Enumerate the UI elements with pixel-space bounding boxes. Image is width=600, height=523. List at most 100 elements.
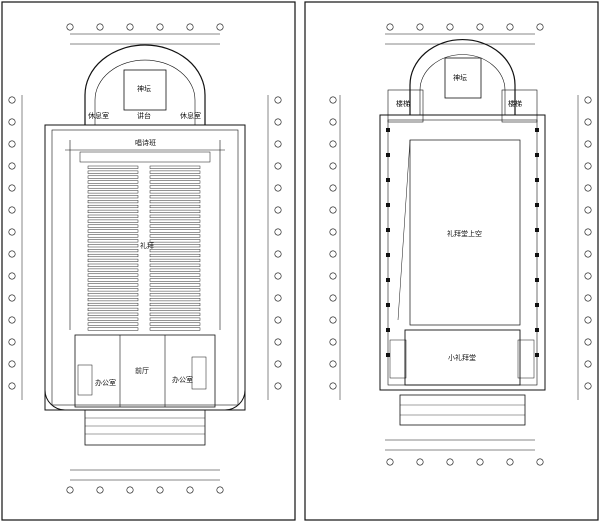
grid-bubble	[446, 23, 454, 31]
grid-bubble	[386, 458, 394, 466]
column	[535, 128, 539, 132]
pew-row	[149, 219, 201, 223]
left-vestry-left-label: 休息室	[88, 111, 109, 120]
pew-row	[149, 180, 201, 184]
grid-bubble	[186, 486, 194, 494]
grid-bubble	[8, 184, 16, 192]
grid-bubble	[329, 228, 337, 236]
grid-bubble	[126, 486, 134, 494]
pew-row	[87, 263, 139, 267]
grid-bubble	[329, 96, 337, 104]
grid-bubble	[8, 338, 16, 346]
column	[386, 153, 390, 157]
grid-bubble	[584, 382, 592, 390]
grid-bubble	[274, 338, 282, 346]
left-choir-label: 唱诗班	[135, 138, 156, 147]
column	[386, 328, 390, 332]
grid-bubble	[186, 23, 194, 31]
left-platform-label: 讲台	[137, 111, 151, 120]
pew-row	[87, 185, 139, 189]
grid-bubble	[584, 360, 592, 368]
pew-row	[149, 229, 201, 233]
column	[386, 228, 390, 232]
pew-row	[87, 204, 139, 209]
grid-bubble	[329, 294, 337, 302]
grid-bubble	[416, 458, 424, 466]
pew-row	[149, 224, 201, 228]
pew-row	[149, 298, 201, 302]
grid-bubble	[274, 316, 282, 324]
pew-row	[149, 312, 201, 316]
pew-row	[149, 244, 201, 248]
pew-row	[149, 273, 201, 277]
grid-bubble	[584, 118, 592, 126]
grid-bubble	[584, 338, 592, 346]
pew-row	[87, 170, 139, 174]
grid-bubble	[584, 140, 592, 148]
pew-row	[87, 258, 139, 262]
pew-row	[87, 293, 139, 297]
pew-row	[149, 307, 201, 311]
pew-row	[149, 322, 201, 326]
pew-row	[87, 180, 139, 184]
pew-row	[87, 302, 139, 307]
pew-row	[149, 175, 201, 179]
left-grid-bubbles	[8, 23, 282, 494]
pew-row	[149, 200, 201, 204]
grid-bubble	[274, 184, 282, 192]
right-columns	[386, 128, 539, 357]
left-floor-plan	[21, 33, 269, 481]
grid-bubble	[584, 316, 592, 324]
grid-bubble	[274, 294, 282, 302]
pew-row	[87, 327, 139, 331]
right-side-right-label: 楼梯	[508, 99, 522, 108]
grid-bubble	[329, 360, 337, 368]
grid-bubble	[329, 338, 337, 346]
column	[386, 253, 390, 257]
pew-row	[87, 234, 139, 238]
pew-row	[149, 249, 201, 253]
pew-row	[87, 165, 139, 169]
pew-row	[149, 253, 201, 258]
grid-bubble	[329, 118, 337, 126]
pew-row	[149, 239, 201, 243]
pew-row	[87, 200, 139, 204]
pew-row	[149, 185, 201, 189]
pew-row	[149, 268, 201, 272]
column	[535, 253, 539, 257]
pew-row	[149, 278, 201, 282]
grid-bubble	[96, 486, 104, 494]
grid-bubble	[506, 458, 514, 466]
pew-row	[87, 307, 139, 311]
pew-row	[149, 283, 201, 287]
grid-bubble	[8, 96, 16, 104]
column	[535, 153, 539, 157]
pew-row	[149, 302, 201, 307]
pew-row	[87, 283, 139, 287]
column	[535, 328, 539, 332]
grid-bubble	[584, 184, 592, 192]
pew-row	[87, 214, 139, 218]
pew-row	[87, 175, 139, 179]
grid-bubble	[536, 458, 544, 466]
grid-bubble	[274, 118, 282, 126]
pew-row	[149, 170, 201, 174]
grid-bubble	[329, 382, 337, 390]
column	[535, 353, 539, 357]
grid-bubble	[126, 23, 134, 31]
pew-row	[149, 190, 201, 194]
left-apse-label: 神坛	[137, 84, 151, 93]
grid-bubble	[476, 458, 484, 466]
grid-bubble	[216, 486, 224, 494]
grid-bubble	[8, 382, 16, 390]
grid-bubble	[8, 140, 16, 148]
grid-bubble	[329, 206, 337, 214]
grid-bubble	[156, 23, 164, 31]
grid-bubble	[386, 23, 394, 31]
pew-row	[149, 293, 201, 297]
grid-bubble	[156, 486, 164, 494]
grid-bubble	[8, 162, 16, 170]
left-vestry-right-label: 休息室	[180, 111, 201, 120]
pew-row	[149, 209, 201, 213]
